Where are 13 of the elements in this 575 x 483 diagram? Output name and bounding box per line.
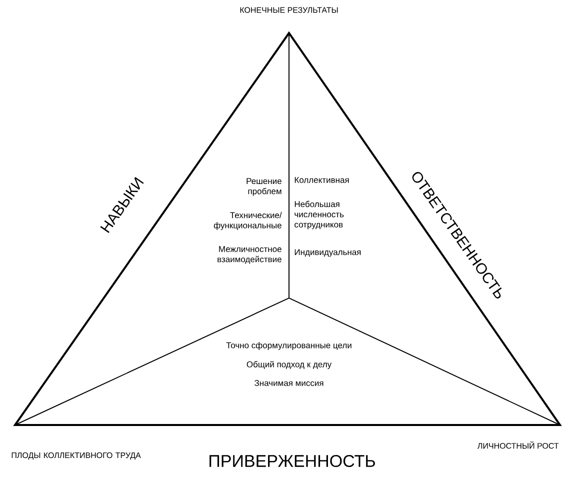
responsibility-item: Индивидуальная — [294, 249, 361, 257]
commitment-item: Значимая миссия — [254, 380, 324, 386]
vertex-label: КОНЕЧНЫЕ РЕЗУЛЬТАТЫ — [240, 7, 338, 13]
side-label: ПРИВЕРЖЕННОСТЬ — [210, 454, 375, 468]
commitment-item: Точно сформулированные цели — [226, 342, 352, 350]
vertex-label: ЛИЧНОСТНЫЙ РОСТ — [478, 441, 559, 449]
responsibility-item: Небольшая численность сотрудников — [294, 200, 344, 230]
responsibility-item: Коллективная — [294, 177, 349, 183]
vertex-label: ПЛОДЫ КОЛЛЕКТИВНОГО ТРУДА — [12, 452, 141, 460]
skill-item: Решение проблем — [246, 178, 282, 196]
skill-item: Технические/ функциональные — [214, 212, 282, 230]
commitment-item: Общий подход к делу — [246, 360, 332, 370]
skill-item: Межличностное взаимодействие — [218, 246, 282, 264]
